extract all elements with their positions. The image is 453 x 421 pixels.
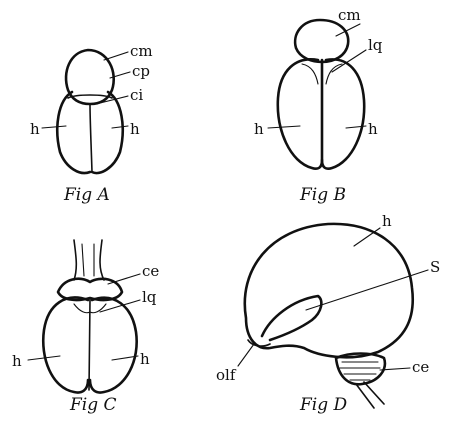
- fig-c-caption: Fig C: [69, 395, 117, 415]
- fig-a: cm cp ci h h Fig A: [30, 42, 153, 205]
- fig-b-label-lq: lq: [368, 36, 383, 54]
- fig-a-caption: Fig A: [63, 185, 110, 205]
- fig-b-label-cm: cm: [338, 6, 361, 24]
- fig-d-leader-s: [306, 270, 428, 310]
- fig-d-brainstem: [356, 382, 384, 408]
- fig-d-leader-h: [354, 228, 380, 246]
- fig-d-label-h: h: [382, 212, 392, 230]
- fig-c-ce-band: [58, 279, 122, 300]
- fig-b-label-h-right: h: [368, 120, 378, 138]
- fig-d-sylvian-fissure: [262, 296, 321, 340]
- fig-a-leader-h-right: [112, 126, 128, 128]
- fig-c-label-h-right: h: [140, 350, 150, 368]
- fig-d-label-olf: olf: [216, 366, 237, 384]
- fig-c-label-ce: ce: [142, 262, 159, 280]
- fig-a-midline: [90, 104, 92, 172]
- fig-c: ce lq h h Fig C: [12, 240, 159, 415]
- fig-d-caption: Fig D: [299, 395, 348, 415]
- fig-c-label-h-left: h: [12, 352, 22, 370]
- fig-a-label-h-left: h: [30, 120, 40, 138]
- fig-c-stalk-inner: [82, 244, 94, 276]
- fig-b: cm lq h h Fig B: [254, 6, 383, 205]
- fig-c-leader-ce: [108, 274, 140, 284]
- fig-d: h S olf ce Fig D: [216, 212, 440, 415]
- fig-b-caption: Fig B: [299, 185, 346, 205]
- fig-a-label-ci: ci: [130, 86, 143, 104]
- fig-d-leader-olf: [238, 344, 254, 366]
- fig-a-label-cp: cp: [132, 62, 150, 80]
- fig-c-label-lq: lq: [142, 288, 157, 306]
- fig-a-label-h-right: h: [130, 120, 140, 138]
- fig-c-stalk: [74, 240, 104, 280]
- fig-b-label-h-left: h: [254, 120, 264, 138]
- fig-c-midline: [89, 300, 90, 390]
- fig-a-leader-cm: [104, 52, 128, 60]
- fig-a-label-cm: cm: [130, 42, 153, 60]
- fig-d-hemisphere: [245, 224, 413, 357]
- fig-d-label-ce: ce: [412, 358, 429, 376]
- fig-d-label-s: S: [430, 258, 440, 276]
- fig-a-leader-h-left: [42, 126, 66, 128]
- fig-b-cm-lobe: [295, 20, 348, 62]
- fig-d-cerebellum-folia: [340, 362, 380, 380]
- fig-b-leader-h-left: [268, 126, 300, 128]
